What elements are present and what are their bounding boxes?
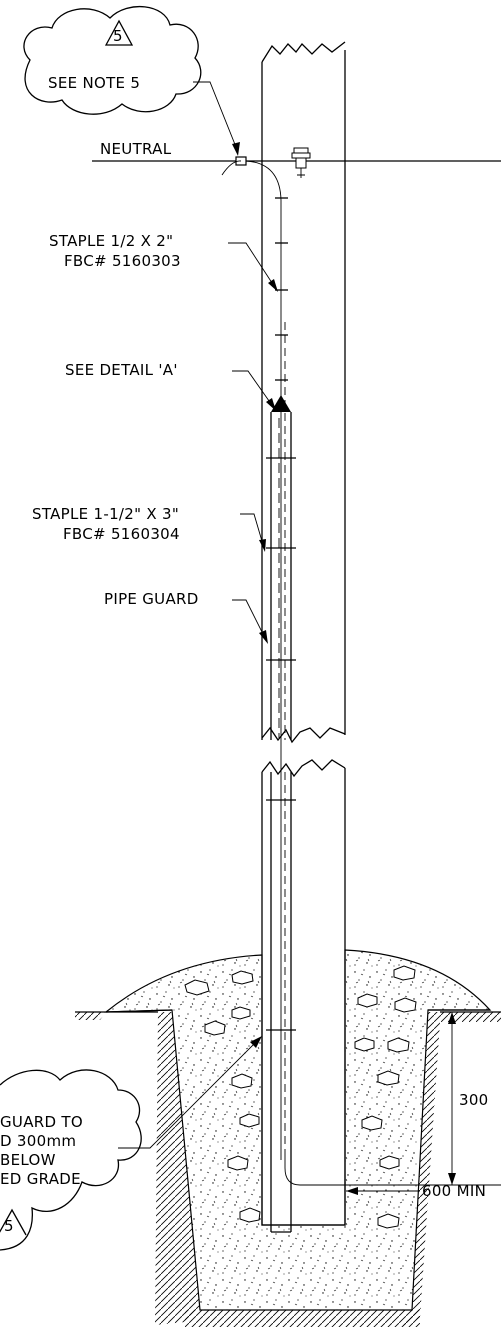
note-cloud-top: 5 SEE NOTE 5 [23, 5, 240, 156]
svg-text:FBC# 5160303: FBC# 5160303 [64, 252, 181, 270]
label-neutral: NEUTRAL [100, 140, 172, 158]
svg-text:GUARD TO: GUARD TO [0, 1113, 83, 1131]
note-text-top: SEE NOTE 5 [48, 74, 140, 92]
callout-staple-small: STAPLE 1/2 X 2" FBC# 5160303 [49, 232, 278, 292]
ground-wire [245, 160, 501, 1186]
callout-600-min: 600 MIN [346, 1182, 486, 1200]
svg-text:STAPLE 1-1/2" X 3": STAPLE 1-1/2" X 3" [32, 505, 179, 523]
pole-lower [261, 759, 346, 1226]
svg-text:D 300mm: D 300mm [0, 1132, 76, 1150]
pipe-guard [270, 395, 292, 1233]
svg-text:FBC# 5160304: FBC# 5160304 [63, 525, 180, 543]
pole-upper [261, 41, 346, 744]
svg-text:STAPLE 1/2 X 2": STAPLE 1/2 X 2" [49, 232, 173, 250]
note-cloud-bottom: GUARD TO D 300mm BELOW ED GRADE 5 [0, 1036, 262, 1251]
hatched-earth [75, 1011, 501, 1327]
svg-text:SEE DETAIL 'A': SEE DETAIL 'A' [65, 361, 178, 379]
callout-pipe-guard: PIPE GUARD [104, 590, 268, 644]
dim-300-label: 300 [459, 1091, 489, 1109]
callout-see-detail: SEE DETAIL 'A' [65, 361, 276, 411]
insulator-icon [291, 147, 311, 178]
svg-text:PIPE GUARD: PIPE GUARD [104, 590, 199, 608]
svg-text:BELOW: BELOW [0, 1151, 56, 1169]
note-marker-bottom: 5 [4, 1217, 14, 1235]
svg-text:600 MIN: 600 MIN [422, 1182, 486, 1200]
callout-staple-large: STAPLE 1-1/2" X 3" FBC# 5160304 [32, 505, 266, 552]
note-marker-top: 5 [113, 27, 123, 45]
dimension-300: 300 [440, 1012, 501, 1186]
aggregate-stones [184, 965, 417, 1229]
svg-text:ED GRADE: ED GRADE [0, 1170, 81, 1188]
large-staples [266, 457, 296, 1031]
